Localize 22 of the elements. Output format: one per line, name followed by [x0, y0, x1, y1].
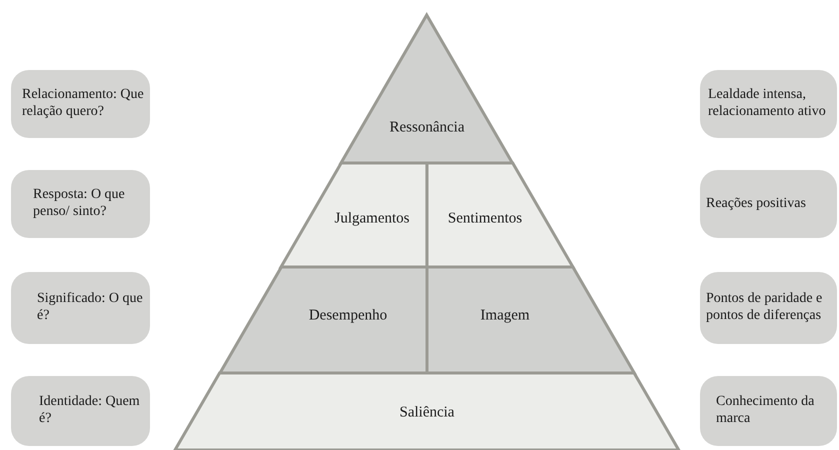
box-text: Lealdade intensa, relacionamento ativo — [708, 87, 827, 121]
rounded-box — [11, 170, 150, 238]
segment-label: Desempenho — [308, 308, 388, 324]
rounded-box — [700, 272, 837, 344]
box-text: Relacionamento: Que relação quero? — [22, 87, 145, 121]
segment-label: Imagem — [480, 308, 530, 324]
rounded-box — [11, 376, 150, 446]
box-text: Identidade: Quem é? — [39, 394, 141, 428]
box-text: Resposta: O que penso/ sinto? — [33, 187, 126, 221]
rounded-box — [700, 376, 837, 446]
segment-label: Saliência — [400, 404, 454, 422]
box-text: Reações positivas — [706, 196, 806, 212]
rounded-box — [11, 272, 150, 344]
segment-label: Ressonância — [390, 120, 464, 136]
rounded-box — [700, 70, 837, 138]
rounded-box — [11, 70, 150, 138]
rounded-box — [700, 170, 837, 238]
box-text: Significado: O que é? — [37, 291, 144, 325]
segment-label: Julgamentos — [334, 210, 410, 228]
box-text: Conhecimento da marca — [716, 394, 816, 428]
segment-label: Sentimentos — [448, 210, 522, 228]
box-text: Pontos de paridade e pontos de diferenças — [706, 291, 824, 325]
